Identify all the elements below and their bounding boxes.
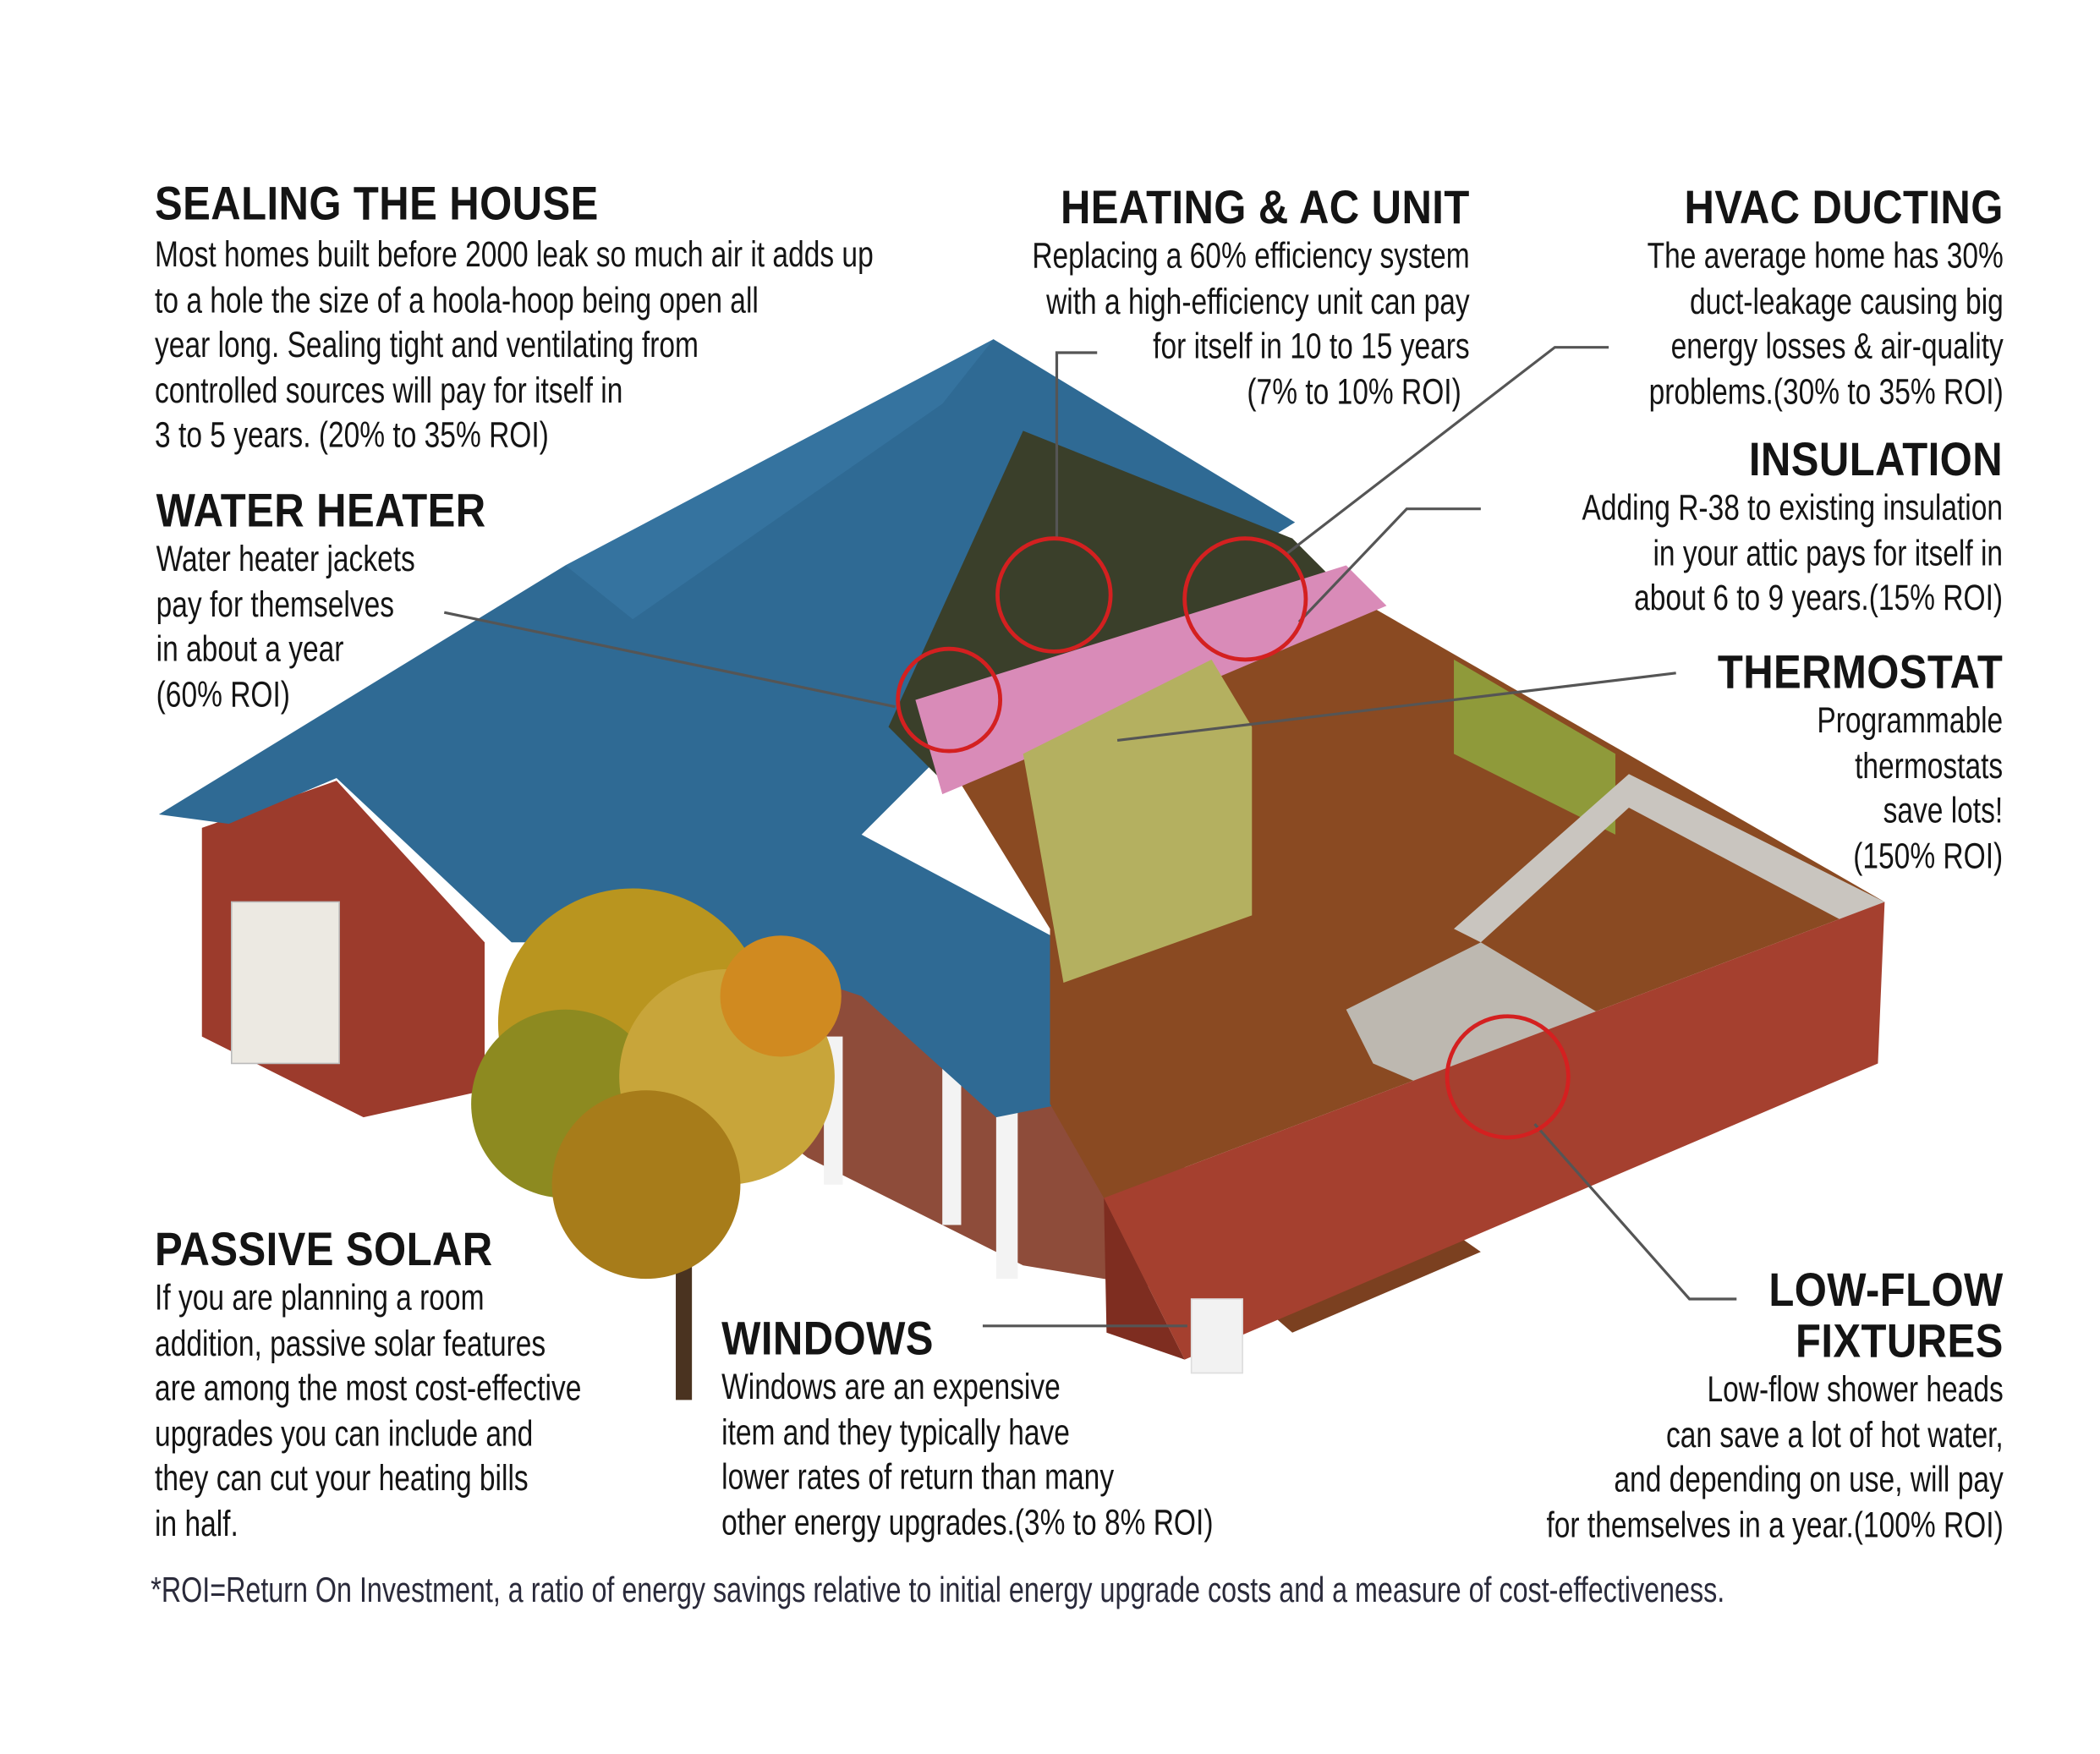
- side-brick-wall: [1104, 1198, 1185, 1360]
- low-flow-title: FIXTURES: [1795, 1315, 2004, 1368]
- thermostat-section: THERMOSTAT Programmable thermostats save…: [1679, 646, 2004, 880]
- heating-line: (7% to 10% ROI): [1247, 370, 1462, 412]
- low-flow-line: Low-flow shower heads: [1707, 1368, 2004, 1410]
- heating-unit-callout-ring: [995, 536, 1113, 654]
- water-heater-title: WATER HEATER: [156, 485, 486, 538]
- thermostat-line: save lots!: [1883, 790, 2004, 831]
- insulation-title: INSULATION: [1749, 433, 2004, 486]
- sealing-line: 3 to 5 years. (20% to 35% ROI): [155, 414, 549, 455]
- passive-solar-line: addition, passive solar features: [155, 1322, 546, 1363]
- attic-insulation: [915, 565, 1387, 795]
- tree-canopy: [471, 888, 842, 1280]
- interior-wall: [1023, 659, 1253, 983]
- passive-solar-line: are among the most cost-effective: [155, 1368, 582, 1408]
- passive-solar-line: If you are planning a room: [155, 1277, 485, 1318]
- passive-solar-line: upgrades you can include and: [155, 1412, 534, 1454]
- fixtures-callout-ring: [1445, 1014, 1571, 1140]
- hvac-title: HVAC DUCTING: [1684, 181, 2004, 234]
- passive-solar-line: in half.: [155, 1503, 239, 1543]
- heating-section: HEATING & AC UNIT Replacing a 60% effici…: [909, 183, 1470, 414]
- passive-solar-section: PASSIVE SOLAR If you are planning a room…: [155, 1225, 702, 1546]
- roof-shade: [565, 339, 994, 620]
- roi-footnote: *ROI=Return On Investment, a ratio of en…: [151, 1569, 1725, 1610]
- water-heater-line: in about a year: [156, 628, 344, 670]
- low-flow-section: LOW-FLOW FIXTURES Low-flow shower heads …: [1417, 1263, 2004, 1548]
- thermostat-line: thermostats: [1855, 745, 2004, 786]
- heating-title: HEATING & AC UNIT: [1061, 181, 1471, 234]
- insulation-section: INSULATION Adding R-38 to existing insul…: [1464, 433, 2004, 621]
- thermostat-line: (150% ROI): [1853, 835, 2004, 876]
- ducting-callout-ring: [1182, 536, 1308, 662]
- windows-line: other energy upgrades.(3% to 8% ROI): [721, 1501, 1214, 1543]
- water-heater-line: Water heater jackets: [156, 538, 415, 579]
- window: [1190, 1298, 1243, 1374]
- insulation-line: Adding R-38 to existing insulation: [1582, 487, 2004, 528]
- hvac-section: HVAC DUCTING The average home has 30% du…: [1547, 181, 2004, 414]
- room-walls: [1454, 774, 1885, 943]
- thermostat-line: Programmable: [1817, 699, 2004, 741]
- windows-line: item and they typically have: [721, 1411, 1070, 1452]
- callout-rings: [896, 536, 1571, 1140]
- insulation-line: in your attic pays for itself in: [1653, 532, 2004, 573]
- sealing-line: to a hole the size of a hoola-hoop being…: [155, 279, 759, 321]
- leader-lines: [443, 346, 1737, 1328]
- low-flow-line: and depending on use, will pay: [1614, 1459, 2004, 1500]
- sealing-line: year long. Sealing tight and ventilating…: [155, 324, 699, 365]
- windows-title: WINDOWS: [721, 1312, 934, 1365]
- garage-door: [230, 901, 340, 1065]
- water-heater-line: (60% ROI): [156, 673, 290, 715]
- hvac-line: The average home has 30%: [1647, 235, 2004, 277]
- sealing-line: Most homes built before 2000 leak so muc…: [155, 233, 874, 275]
- water-heater-section: WATER HEATER Water heater jackets pay fo…: [156, 485, 531, 718]
- porch-columns: [824, 1036, 1018, 1280]
- interior-wall-right: [1454, 659, 1616, 835]
- heating-line: Replacing a 60% efficiency system: [1032, 235, 1471, 277]
- windows-line: lower rates of return than many: [721, 1456, 1115, 1497]
- sealing-line: controlled sources will pay for itself i…: [155, 369, 623, 410]
- windows-line: Windows are an expensive: [721, 1366, 1061, 1407]
- sealing-section: SEALING THE HOUSE Most homes built befor…: [155, 178, 1076, 458]
- hvac-line: problems.(30% to 35% ROI): [1648, 370, 2004, 412]
- front-brick-wall: [1104, 902, 1885, 1360]
- passive-solar-title: PASSIVE SOLAR: [155, 1223, 493, 1276]
- thermostat-title: THERMOSTAT: [1718, 646, 2004, 699]
- sealing-title: SEALING THE HOUSE: [155, 178, 599, 231]
- heating-line: for itself in 10 to 15 years: [1153, 326, 1471, 366]
- water-heater-callout-ring: [896, 646, 1003, 754]
- hvac-line: duct-leakage causing big: [1689, 280, 2004, 321]
- heating-line: with a high-efficiency unit can pay: [1046, 280, 1471, 321]
- passive-solar-line: they can cut your heating bills: [155, 1457, 529, 1499]
- low-flow-line: for themselves in a year.(100% ROI): [1546, 1504, 2004, 1545]
- insulation-line: about 6 to 9 years.(15% ROI): [1634, 577, 2004, 618]
- low-flow-title: LOW-FLOW: [1768, 1263, 2004, 1317]
- hvac-line: energy losses & air-quality: [1670, 326, 2004, 366]
- water-heater-line: pay for themselves: [156, 584, 394, 624]
- low-flow-line: can save a lot of hot water,: [1665, 1414, 2004, 1455]
- windows-section: WINDOWS Windows are an expensive item an…: [721, 1313, 1352, 1545]
